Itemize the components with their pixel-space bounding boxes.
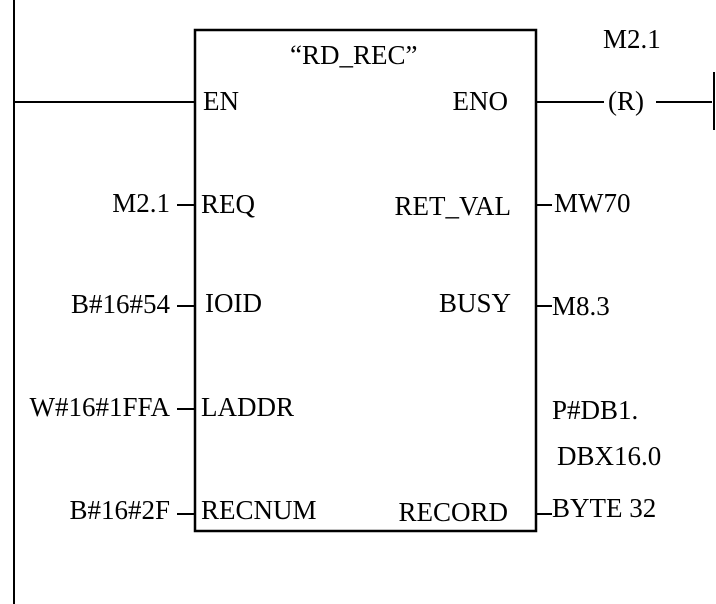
- param-record-line3: BYTE 32: [552, 493, 657, 523]
- pin-en: EN: [203, 86, 239, 116]
- param-laddr: W#16#1FFA: [29, 392, 170, 422]
- pin-busy: BUSY: [438, 288, 511, 318]
- pin-recnum: RECNUM: [201, 495, 317, 525]
- block-title: “RD_REC”: [290, 40, 418, 70]
- coil-address: M2.1: [603, 24, 661, 54]
- param-record-line1: P#DB1.: [552, 395, 639, 425]
- pin-req: REQ: [201, 189, 255, 219]
- function-block-box: [193, 28, 538, 533]
- pin-laddr: LADDR: [201, 392, 294, 422]
- pin-eno: ENO: [452, 86, 509, 116]
- param-req: M2.1: [112, 188, 170, 218]
- coil-reset-symbol: (R): [608, 86, 644, 116]
- pin-ret-val: RET_VAL: [394, 191, 511, 221]
- param-recnum: B#16#2F: [69, 495, 170, 525]
- pin-ioid: IOID: [205, 288, 262, 318]
- param-ret-val: MW70: [554, 188, 631, 218]
- param-ioid: B#16#54: [70, 289, 170, 319]
- param-record-line2: DBX16.0: [557, 441, 662, 471]
- pin-record: RECORD: [398, 497, 508, 527]
- param-busy: M8.3: [552, 291, 610, 321]
